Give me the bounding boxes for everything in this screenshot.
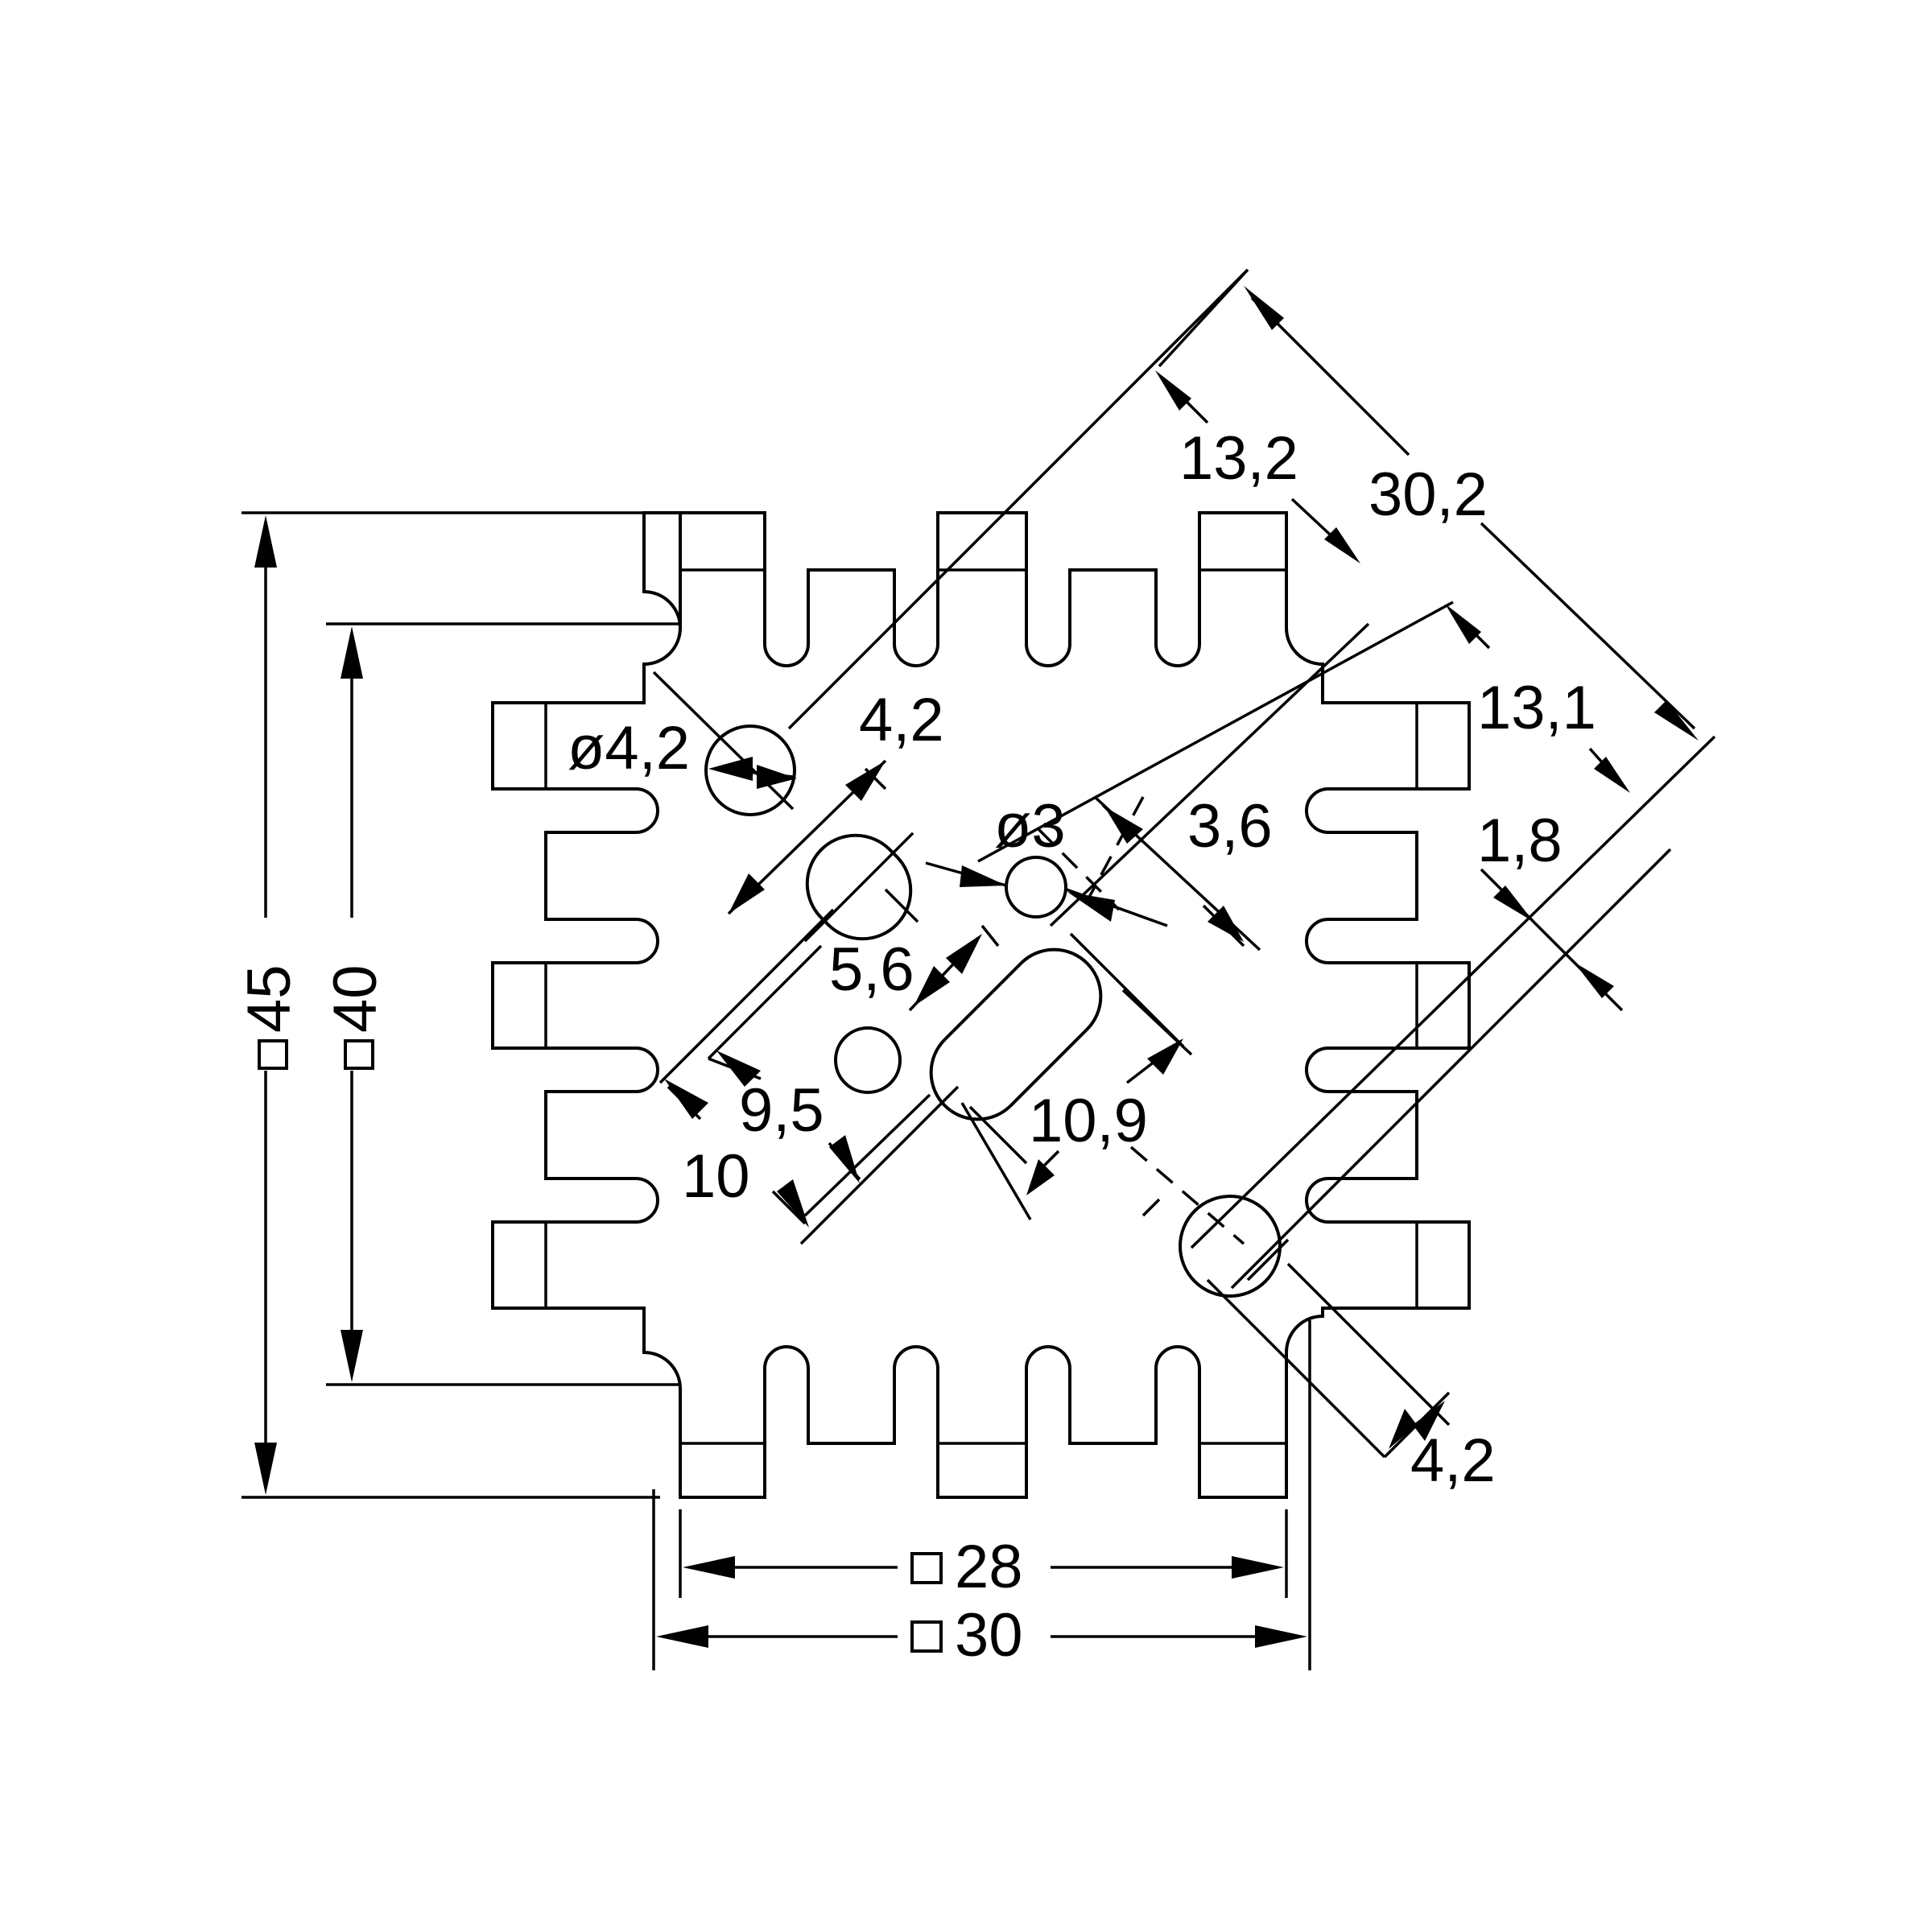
svg-text:30: 30 xyxy=(955,1601,1023,1670)
svg-text:28: 28 xyxy=(955,1533,1023,1601)
dim-overall-height: 45 xyxy=(235,964,303,1070)
mounting-hole-large xyxy=(704,724,796,816)
dim-slot-width-top: 4,2 xyxy=(859,686,944,754)
left-fins xyxy=(491,625,683,1354)
dim-body-height: 40 xyxy=(321,964,390,1070)
dim-body-width: 30 xyxy=(910,1601,1023,1670)
bottom-fins xyxy=(642,1314,1325,1499)
dim-slot-offset: 5,6 xyxy=(829,935,914,1004)
dim-hole-large: ø4,2 xyxy=(568,714,690,782)
dim-diagonal-upper: 13,2 xyxy=(1179,424,1298,493)
dim-slot-width-bottom: 4,2 xyxy=(1410,1426,1496,1495)
dim-diagonal-total: 30,2 xyxy=(1368,460,1488,529)
dim-pitch-outer: 10 xyxy=(682,1142,750,1211)
right-fins xyxy=(1305,663,1471,1318)
slot-short xyxy=(803,832,914,943)
slot-long xyxy=(929,947,1103,1121)
mounting-hole-lower xyxy=(834,1026,902,1094)
dim-pitch-inner: 9,5 xyxy=(739,1076,824,1145)
dim-rail-gap: 1,8 xyxy=(1477,807,1563,875)
dim-hole-small: ø3 xyxy=(994,792,1066,861)
dim-slot-length: 10,9 xyxy=(1029,1087,1148,1155)
dim-inner-width: 28 xyxy=(910,1533,1023,1601)
extension-lines xyxy=(242,268,1716,1670)
dimension-labels: 45 40 28 30 30,2 13,2 13,1 1,8 ø4,2 4,2 … xyxy=(235,424,1596,1670)
heatsink-outline xyxy=(491,511,1471,1499)
dim-diagonal-right: 13,1 xyxy=(1477,674,1596,742)
top-fins xyxy=(642,511,1325,667)
dimension-leaders xyxy=(254,286,1699,1648)
svg-text:40: 40 xyxy=(321,964,390,1033)
mounting-hole-small xyxy=(1005,856,1067,919)
dim-slot-span: 3,6 xyxy=(1187,792,1273,861)
svg-text:45: 45 xyxy=(235,964,303,1033)
